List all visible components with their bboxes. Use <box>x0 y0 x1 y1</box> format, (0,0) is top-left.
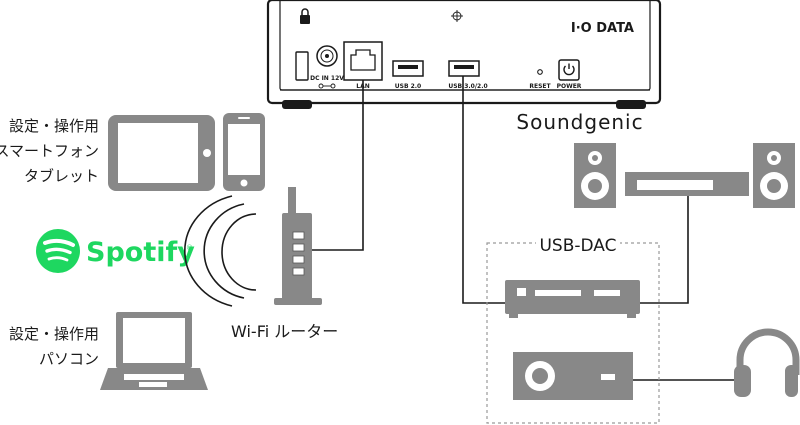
soundgenic-logo: Soundgenic <box>516 110 643 134</box>
cables <box>298 76 740 381</box>
router-label: Wi-Fi ルーター <box>231 322 339 341</box>
device-foot-right <box>616 100 646 109</box>
smartphone-icon <box>223 113 265 191</box>
usb-dac-label-bg <box>536 234 620 252</box>
tablet-icon <box>108 115 215 191</box>
amplifier-icon <box>625 172 749 196</box>
power-button <box>558 59 580 81</box>
spotify-wordmark: Spotify <box>86 237 195 268</box>
speaker-cable <box>640 195 689 304</box>
device-foot-left <box>282 100 312 109</box>
speaker-left-icon <box>574 143 616 208</box>
headphone-amp-icon <box>513 352 633 400</box>
dc-polarity-icon <box>318 83 336 89</box>
pc-label-line1: 設定・操作用 <box>8 325 99 343</box>
usb-cable <box>462 76 505 304</box>
tablet-phone-label-line2: スマートフォン <box>0 142 99 160</box>
crosshair-icon <box>451 10 463 22</box>
spotify-logo <box>36 229 80 273</box>
usb3-label: USB 3.0/2.0 <box>448 83 487 90</box>
speaker-right-icon <box>753 143 795 208</box>
dc-in-label: DC IN 12V <box>310 75 344 82</box>
wifi-waves-icon <box>184 195 257 307</box>
lan-cable <box>298 80 364 251</box>
reset-label: RESET <box>529 83 551 90</box>
laptop-icon <box>100 312 208 390</box>
power-label: POWER <box>557 83 582 90</box>
usb2-label: USB 2.0 <box>395 83 421 90</box>
iodata-logo: I·O DATA <box>571 21 634 36</box>
tablet-phone-label-line3: タブレット <box>23 167 99 185</box>
reset-pinhole <box>537 69 543 75</box>
lock-icon <box>300 8 310 24</box>
usb3-port <box>448 60 480 77</box>
lan-port <box>343 41 383 81</box>
spotify-registered-mark: ® <box>186 244 193 252</box>
usb2-port <box>392 60 424 77</box>
headphones-icon <box>734 328 800 397</box>
soundgenic-device: DC IN 12V LAN USB 2.0 USB 3.0/ <box>266 0 662 109</box>
router-icon <box>274 187 322 305</box>
tablet-phone-label-line1: 設定・操作用 <box>8 117 99 135</box>
power-switch <box>295 51 309 81</box>
pc-label-line2: パソコン <box>38 350 99 368</box>
dc-jack <box>316 45 338 67</box>
usb-dac-unit-icon <box>505 280 640 318</box>
usb-dac-label: USB-DAC <box>539 236 616 256</box>
